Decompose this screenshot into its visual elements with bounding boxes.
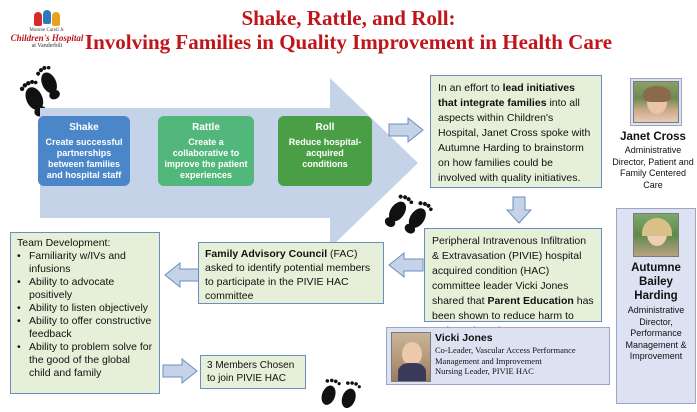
- vicki-profile: Vicki Jones Co-Leader, Vascular Access P…: [386, 327, 610, 385]
- stage-heading: Shake: [69, 122, 99, 133]
- title-line-1: Shake, Rattle, and Roll:: [241, 6, 456, 30]
- team-item: Familiarity w/IVs and infusions: [17, 250, 153, 276]
- janet-photo: [633, 81, 679, 123]
- janet-name: Janet Cross: [620, 131, 686, 143]
- arrow-down-icon: [506, 196, 532, 224]
- hospital-logo: Monroe Carell Jr. Children's Hospital at…: [6, 10, 88, 58]
- vicki-role-2: Nursing Leader, PIVIE HAC: [435, 366, 534, 376]
- arrow-left-icon: [164, 262, 200, 288]
- fac-text: (FAC) asked to identify potential member…: [205, 248, 371, 302]
- stage-body: Create successful partnerships between f…: [45, 137, 123, 180]
- arrow-right-icon: [388, 117, 424, 143]
- pivie-text-1: Peripheral Intravenous Infiltration & Ex…: [432, 235, 587, 307]
- stage-heading: Rattle: [192, 122, 220, 133]
- team-item: Ability to advocate positively: [17, 276, 153, 302]
- janet-photo-frame: [630, 78, 682, 126]
- vicki-photo: [391, 332, 431, 382]
- autumne-role: Administrative Director, Performance Man…: [625, 305, 687, 361]
- members-box: 3 Members Chosen to join PIVIE HAC: [200, 355, 306, 389]
- initiative-text-1: In an effort to: [438, 82, 503, 94]
- vicki-text: Vicki Jones Co-Leader, Vascular Access P…: [435, 332, 607, 377]
- autumne-name: Autumne Bailey Harding: [631, 262, 681, 302]
- initiative-text-2: into all aspects within Children's Hospi…: [438, 97, 591, 184]
- initiative-box: In an effort to lead initiatives that in…: [430, 75, 602, 188]
- footprints-icon: [321, 378, 361, 408]
- team-heading: Team Development:: [17, 237, 111, 249]
- logo-top-text: Monroe Carell Jr.: [29, 28, 65, 33]
- stage-body: Create a collaborative to improve the pa…: [164, 137, 248, 180]
- janet-role: Administrative Director, Patient and Fam…: [612, 145, 694, 190]
- page-title: Shake, Rattle, and Roll: Involving Famil…: [0, 6, 697, 54]
- autumne-profile: Autumne Bailey Harding Administrative Di…: [616, 208, 696, 404]
- arrow-right-icon: [162, 358, 198, 384]
- title-line-2: Involving Families in Quality Improvemen…: [84, 30, 613, 54]
- pivie-box: Peripheral Intravenous Infiltration & Ex…: [424, 228, 602, 337]
- vicki-role-1: Co-Leader, Vascular Access Performance M…: [435, 345, 576, 366]
- logo-figures-icon: [32, 10, 62, 28]
- autumne-photo: [633, 213, 679, 257]
- members-text: 3 Members Chosen to join PIVIE HAC: [207, 360, 295, 384]
- fac-text-bold: Family Advisory Council: [205, 248, 328, 260]
- logo-bottom-text: at Vanderbilt: [31, 43, 63, 49]
- team-development-box: Team Development: Familiarity w/IVs and …: [10, 232, 160, 394]
- logo-main-text: Children's Hospital: [10, 33, 84, 43]
- stage-rattle: Rattle Create a collaborative to improve…: [158, 116, 254, 186]
- fac-box: Family Advisory Council (FAC) asked to i…: [198, 242, 384, 304]
- team-item: Ability to problem solve for the good of…: [17, 341, 153, 380]
- arrow-left-icon: [388, 252, 424, 278]
- vicki-name: Vicki Jones: [435, 332, 493, 344]
- footprints-icon: [384, 194, 433, 234]
- team-item: Ability to listen objectively: [17, 302, 153, 315]
- janet-profile: Janet Cross Administrative Director, Pat…: [612, 131, 694, 191]
- team-list: Familiarity w/IVs and infusions Ability …: [17, 250, 153, 380]
- team-item: Ability to offer constructive feedback: [17, 315, 153, 341]
- pivie-text-bold: Parent Education: [487, 295, 574, 307]
- stage-body: Reduce hospital-acquired conditions: [288, 137, 362, 169]
- stage-shake: Shake Create successful partnerships bet…: [38, 116, 130, 186]
- initiative-text-bold: lead initiatives that integrate families: [438, 82, 575, 109]
- stage-heading: Roll: [315, 122, 335, 133]
- stage-roll: Roll Reduce hospital-acquired conditions: [278, 116, 372, 186]
